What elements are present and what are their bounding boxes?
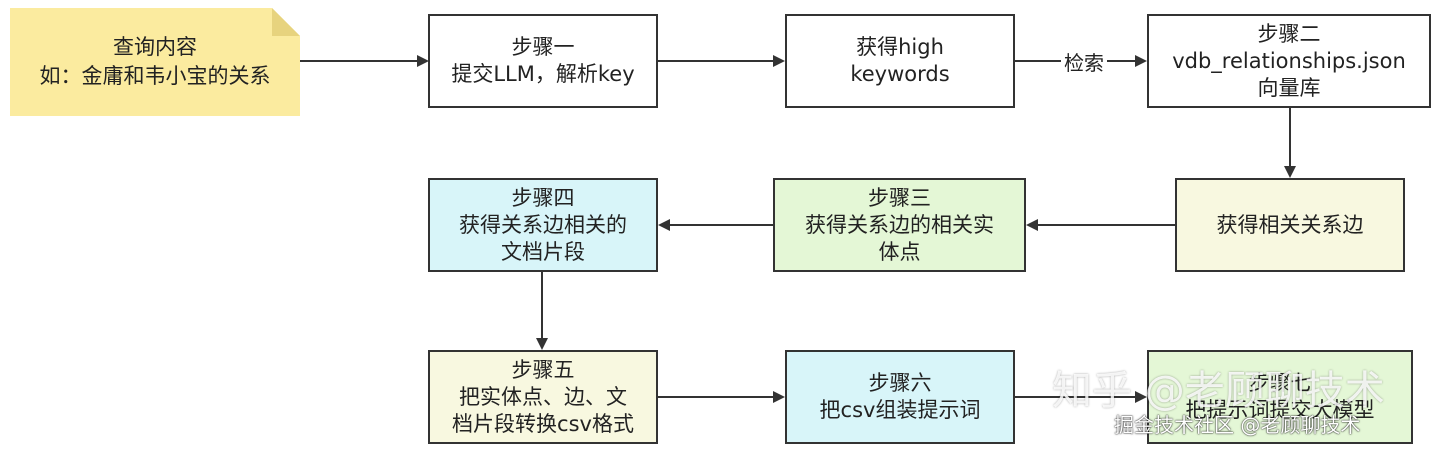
high-keywords-node: 获得high keywords <box>785 14 1015 108</box>
step1-title: 步骤一 <box>511 35 575 59</box>
step5-desc-line2: 档片段转换csv格式 <box>452 411 634 436</box>
note-title: 查询内容 <box>113 35 197 59</box>
note-shape <box>10 8 300 116</box>
step7-desc: 把提示词提交大模型 <box>1185 398 1375 422</box>
juejin-watermark: 掘金技术社区 @老顾聊技术 <box>1114 413 1361 437</box>
step3-desc-line2: 体点 <box>878 239 921 264</box>
query-note: 查询内容 如：金庸和韦小宝的关系 <box>10 8 300 116</box>
step5-node: 步骤五 把实体点、边、文 档片段转换csv格式 <box>428 350 658 444</box>
high-keywords-line2: keywords <box>850 62 950 86</box>
step5-desc-line1: 把实体点、边、文 <box>459 384 627 409</box>
step7-title: 步骤七 <box>1248 371 1312 395</box>
zhihu-watermark: 知乎 @老顾聊技术 <box>1052 368 1385 414</box>
step4-title: 步骤四 <box>511 185 575 210</box>
note-example: 如：金庸和韦小宝的关系 <box>39 64 271 88</box>
step3-desc-line1: 获得关系边的相关实 <box>805 212 994 237</box>
step4-desc-line1: 获得关系边相关的 <box>459 212 627 237</box>
step1-node: 步骤一 提交LLM，解析key <box>428 14 658 108</box>
step7-node: 步骤七 把提示词提交大模型 <box>1147 350 1413 444</box>
high-keywords-line1: 获得high <box>856 35 944 59</box>
step4-desc-line2: 文档片段 <box>501 239 585 264</box>
step4-node: 步骤四 获得关系边相关的 文档片段 <box>428 178 658 272</box>
step6-node: 步骤六 把csv组装提示词 <box>785 350 1015 444</box>
step2-desc: 向量库 <box>1257 75 1321 100</box>
step2-file: vdb_relationships.json <box>1172 48 1406 73</box>
step6-desc: 把csv组装提示词 <box>819 398 981 422</box>
step1-desc: 提交LLM，解析key <box>451 62 635 86</box>
step6-title: 步骤六 <box>868 371 932 395</box>
step2-title: 步骤二 <box>1257 21 1321 46</box>
search-edge-label: 检索 <box>1061 51 1107 75</box>
step5-title: 步骤五 <box>511 357 575 382</box>
step3-node: 步骤三 获得关系边的相关实 体点 <box>773 178 1026 272</box>
relations-label: 获得相关关系边 <box>1216 212 1364 237</box>
step2-node: 步骤二 vdb_relationships.json 向量库 <box>1147 14 1431 108</box>
step3-title: 步骤三 <box>868 185 931 210</box>
relations-node: 获得相关关系边 <box>1175 178 1405 272</box>
